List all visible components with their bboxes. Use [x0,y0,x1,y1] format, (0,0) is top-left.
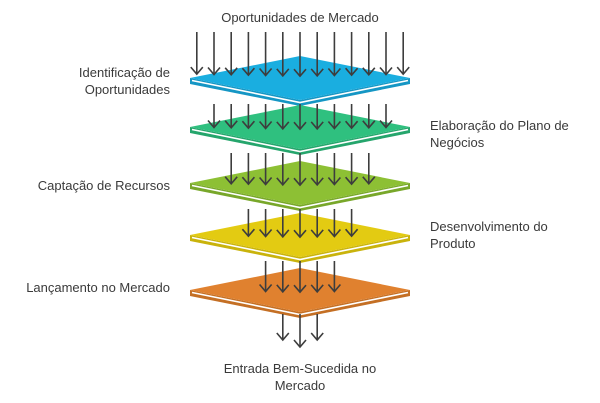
layer-label-desenvolvimento: Desenvolvimento do Produto [430,219,548,251]
arrow-icon [224,104,238,130]
arrow-icon [207,104,221,129]
arrow-icon [258,32,273,77]
arrow-icon [258,104,273,130]
arrow-icon [362,32,376,77]
arrow-icon [241,153,256,186]
arrow-icon [310,32,324,78]
arrow-icon [293,153,307,187]
arrow-icon [344,153,359,186]
arrow-icon [327,104,342,130]
arrow-icon [224,32,238,77]
arrow-icon [310,314,324,342]
arrow-icon [310,104,324,131]
arrow-icon [276,104,290,131]
arrow-icon [310,153,324,187]
arrow-icon [241,104,256,130]
arrow-icon [224,153,238,186]
layer-label-identificacao: Identificação de Oportunidades [78,65,170,97]
arrow-icon [241,32,256,77]
layer-label-lancamento: Lançamento no Mercado [26,280,170,295]
arrow-icon [276,261,290,294]
arrow-icon [293,261,307,294]
arrow-icon [258,209,273,238]
arrow-icon [293,32,307,78]
layer-label-plano-negocios: Elaboração do Plano de Negócios [430,118,569,150]
arrow-icon [327,32,342,77]
arrow-icon [276,314,290,342]
arrow-icon [276,209,290,239]
arrow-icon [293,314,307,349]
arrow-icon [396,32,410,76]
arrow-icon [276,153,290,187]
arrow-icon [327,261,342,293]
arrow-icon [344,32,359,77]
arrow-icon [190,32,204,76]
arrow-icon [344,209,359,238]
arrow-icon [362,104,376,130]
arrow-icon [207,32,221,76]
arrow-icon [310,209,324,239]
arrow-icon [362,153,376,186]
arrow-icon [379,104,393,129]
arrow-icon [276,32,290,78]
layer-label-captacao: Captação de Recursos [37,178,170,193]
arrow-icon [258,261,273,293]
arrow-icon [293,209,307,239]
diagram-result: Entrada Bem-Sucedida no Mercado [223,361,377,393]
arrow-icon [379,32,393,76]
arrow-icon [327,209,342,238]
arrow-icon [310,261,324,294]
arrow-icon [241,209,256,238]
diagram-title: Oportunidades de Mercado [221,10,379,25]
arrow-icon [293,104,307,131]
arrow-icon [344,104,359,130]
arrow-icon [327,153,342,186]
arrow-icon [258,153,273,186]
layer-slab-1 [190,56,410,106]
